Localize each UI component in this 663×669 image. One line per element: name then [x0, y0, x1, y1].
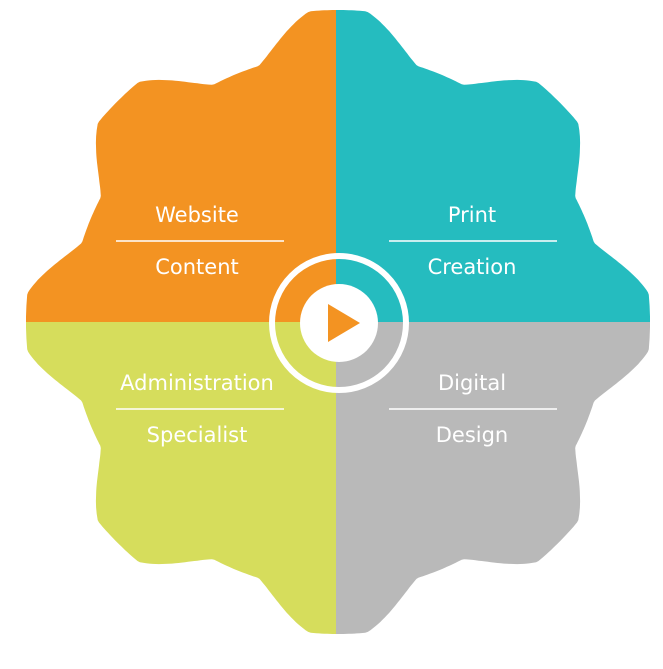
label-content: Content: [155, 255, 239, 279]
play-ring: [269, 253, 409, 393]
label-administration: Administration: [120, 371, 274, 395]
label-print: Print: [448, 203, 496, 227]
label-creation: Creation: [428, 255, 517, 279]
label-website: Website: [155, 203, 239, 227]
label-specialist: Specialist: [147, 423, 248, 447]
label-design: Design: [436, 423, 509, 447]
play-button[interactable]: [269, 253, 409, 393]
label-digital: Digital: [438, 371, 506, 395]
play-icon: [328, 304, 360, 342]
